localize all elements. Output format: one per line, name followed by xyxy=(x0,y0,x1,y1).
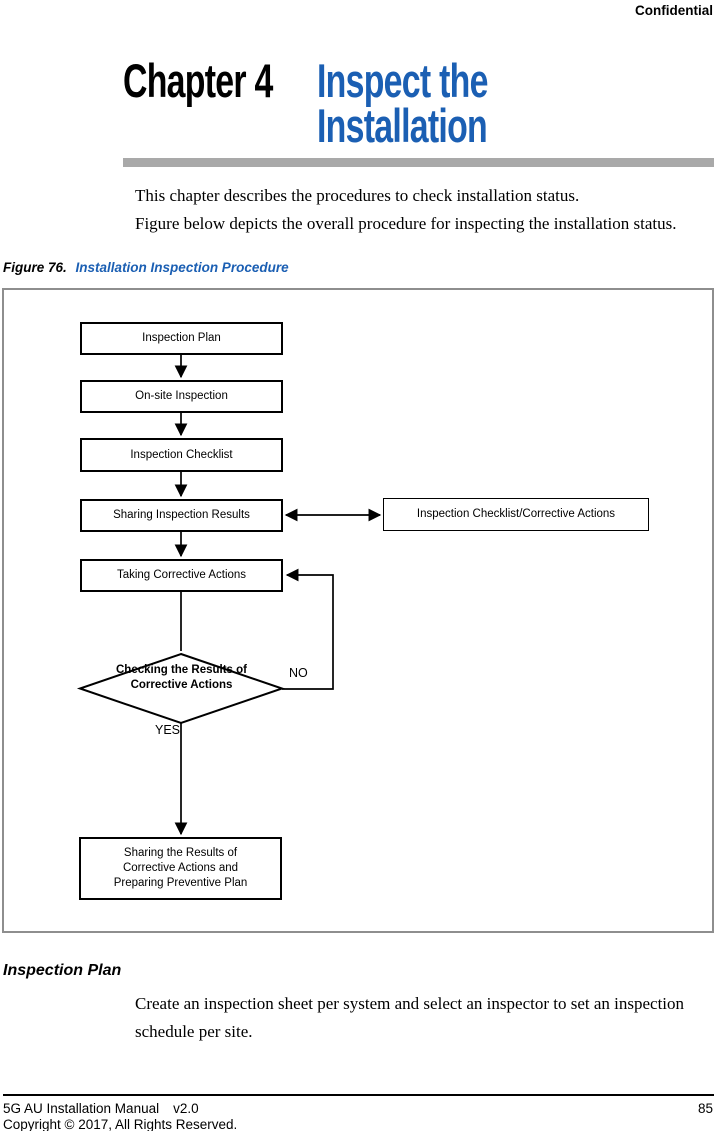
footer-rule xyxy=(3,1094,714,1096)
chapter-number: Chapter 4 xyxy=(123,54,273,107)
figure-frame: Inspection Plan On-site Inspection Inspe… xyxy=(2,288,714,933)
branch-label-yes: YES xyxy=(154,723,180,737)
footer-manual-title: 5G AU Installation Manual xyxy=(3,1101,160,1116)
confidential-label: Confidential xyxy=(635,3,713,18)
flow-node-inspection-checklist: Inspection Checklist xyxy=(80,438,283,472)
decision-diamond xyxy=(76,652,286,725)
flow-node-taking-corrective-actions: Taking Corrective Actions xyxy=(80,559,283,592)
flow-node-decision-label: Checking the Results of Corrective Actio… xyxy=(116,664,247,691)
figure-caption: Figure 76. Installation Inspection Proce… xyxy=(3,260,289,275)
figure-label: Figure 76. xyxy=(3,260,67,275)
footer-version: v2.0 xyxy=(173,1101,199,1116)
chapter-title-line-1: Inspect the xyxy=(317,54,488,107)
flow-node-sharing-results: Sharing Inspection Results xyxy=(80,499,283,532)
chapter-heading: Chapter 4 Inspect the Installation xyxy=(123,54,554,152)
chapter-title: Inspect the Installation xyxy=(317,54,554,152)
figure-title: Installation Inspection Procedure xyxy=(75,260,289,275)
flow-node-onsite-inspection: On-site Inspection xyxy=(80,380,283,413)
flow-node-checklist-corrective-actions: Inspection Checklist/Corrective Actions xyxy=(383,498,649,531)
arrow-no-loop xyxy=(282,568,334,690)
section-paragraph: Create an inspection sheet per system an… xyxy=(135,994,685,1041)
heading-rule xyxy=(123,158,714,167)
flow-node-final-sharing-preventive: Sharing the Results of Corrective Action… xyxy=(79,837,282,900)
section-heading-inspection-plan: Inspection Plan xyxy=(3,962,122,979)
flow-node-inspection-plan: Inspection Plan xyxy=(80,322,283,355)
intro-paragraph-1: This chapter describes the procedures to… xyxy=(135,186,580,205)
branch-label-no: NO xyxy=(289,666,308,680)
flowchart-connectors xyxy=(76,355,382,836)
footer-line-1: 5G AU Installation Manual v2.0 85 xyxy=(3,1101,713,1116)
intro-paragraph-2: Figure below depicts the overall procedu… xyxy=(135,214,677,233)
chapter-title-line-2: Installation xyxy=(317,99,488,152)
footer-copyright: Copyright © 2017, All Rights Reserved. xyxy=(3,1117,238,1131)
footer-page-number: 85 xyxy=(697,1101,713,1116)
